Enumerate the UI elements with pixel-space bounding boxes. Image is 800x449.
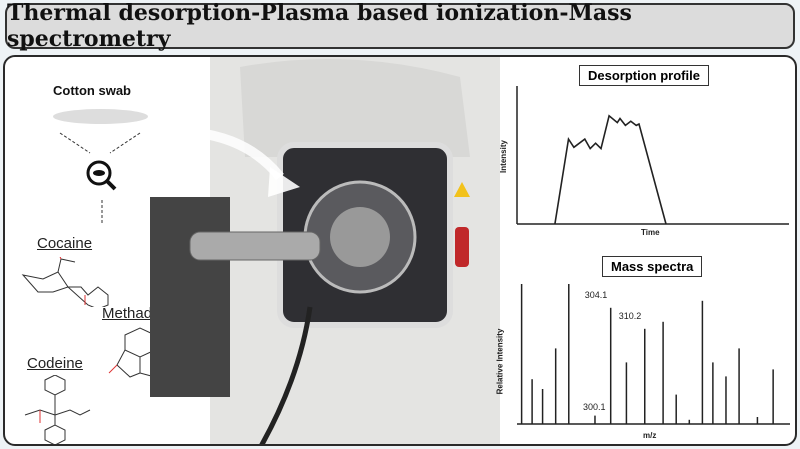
peak-label: 304.1	[584, 289, 608, 300]
peak-label: 300.1	[582, 401, 606, 412]
cotton-swab-label: Cotton swab	[53, 83, 131, 98]
cocaine-structure-icon	[21, 257, 109, 307]
y-axis-label: Relative Intensity	[495, 328, 505, 395]
peak-label: 310.2	[618, 310, 642, 321]
codeine-structure-icon	[24, 375, 91, 444]
desorption-profile-title: Desorption profile	[579, 65, 709, 86]
main-panel: Cotton swab Cocaine Methadone Codeine De…	[3, 55, 797, 446]
x-axis-label: m/z	[643, 431, 657, 440]
instrument-photo	[150, 57, 500, 444]
x-axis-label: Time	[641, 228, 660, 237]
mass-spectra-chart	[517, 284, 790, 425]
mass-spectra-title: Mass spectra	[602, 256, 703, 277]
magnifier-icon	[59, 132, 141, 223]
desorption-series-line	[554, 114, 667, 225]
page-title: Thermal desorption-Plasma based ionizati…	[5, 0, 795, 52]
cotton-swab-icon	[53, 109, 148, 124]
drug-label-codeine: Codeine	[27, 355, 83, 372]
drug-label-cocaine: Cocaine	[37, 235, 93, 252]
desorption-profile-chart	[516, 86, 789, 225]
